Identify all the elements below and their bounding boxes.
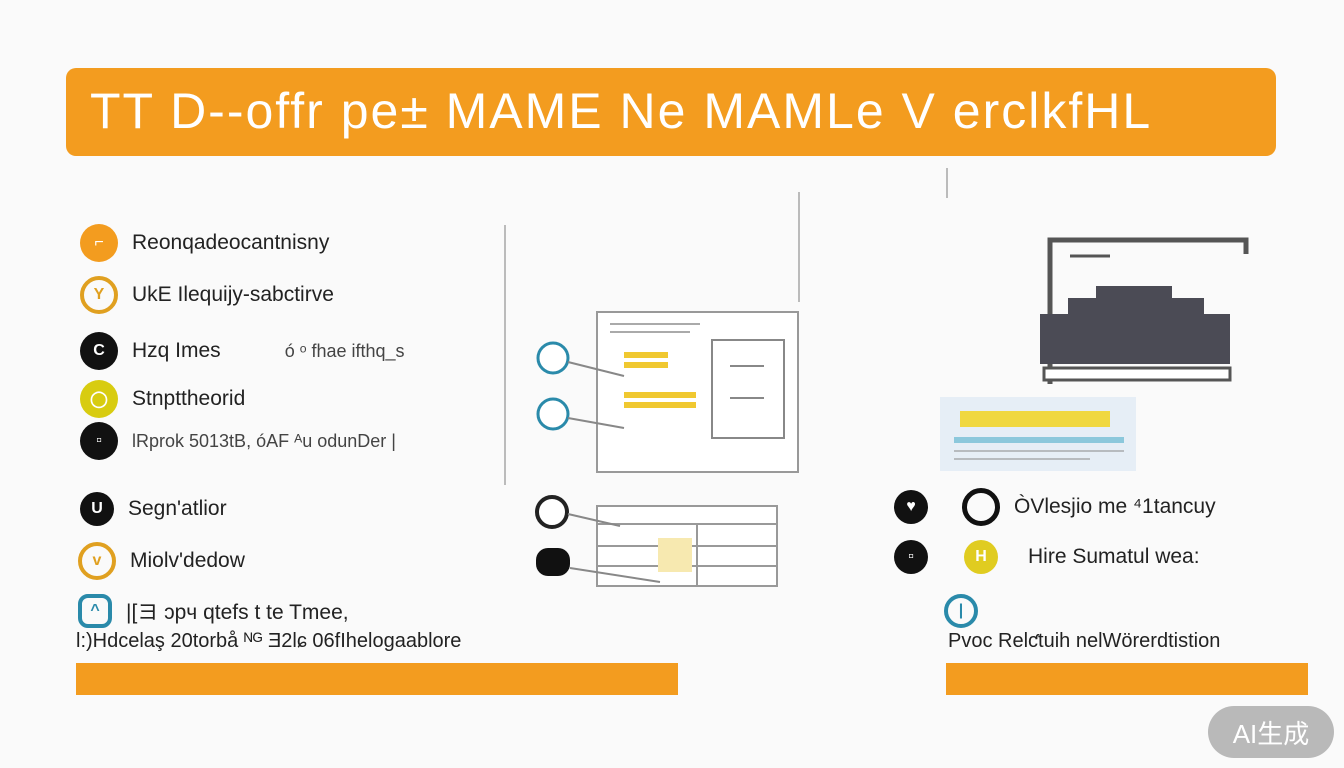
square-icon: ▫ (894, 540, 928, 574)
item-label: Stnpttheorid (132, 387, 246, 410)
ring-icon (962, 488, 1000, 526)
left-accent-bar (76, 663, 678, 695)
divider (798, 192, 800, 302)
item-label: Hzq Imes (132, 339, 221, 362)
square-corner-icon: ⌐ (80, 224, 118, 262)
info-icon: | (944, 594, 978, 628)
list-item: ◯ Stnpttheorid (80, 380, 245, 418)
divider (504, 225, 506, 485)
y-ring-icon: Y (80, 276, 118, 314)
square-icon: ▫ (80, 422, 118, 460)
item-label: Reonqadeocantnisny (132, 231, 330, 254)
right-footer-text: Pvoc Relƈtuih nelWörerdtistion (948, 630, 1221, 652)
ai-generated-badge: AI生成 (1208, 706, 1334, 758)
item-label: Miolv'dedow (130, 549, 245, 572)
list-item: C Hzq Imes ó ᵒ fhae ifthq_s (80, 332, 405, 370)
document-diagram (535, 311, 799, 587)
list-item: U Segn'atlior (80, 492, 227, 526)
list-item: ^ |[ヨ ɔpч qtefs t te Tmee, (78, 594, 349, 628)
left-footer-text: l:)Hdcelaş 20torbå ᴺᴳ Ǝ2lɕ 06fIhelogaabl… (76, 630, 462, 652)
item-label: |[ヨ ɔpч qtefs t te Tmee, (126, 601, 349, 624)
list-item: Y UkE Ilequijy-sabctirve (80, 276, 334, 314)
item-label: Hire Sumatul wea: (1028, 545, 1200, 568)
list-item: ⌐ Reonqadeocantnisny (80, 224, 329, 262)
page-title: TT D--offr pe± MAME Ne MAMLe V erclkfHL (90, 83, 1153, 139)
list-item: v Miolv'dedow (78, 542, 245, 580)
list-item: ♥ ÒVlesjio me ⁴1tancuy (894, 488, 1216, 526)
item-label: lRprok 5013tB, óAF ᴬu odunDer | (132, 430, 396, 451)
item-extra: ó ᵒ fhae ifthq_s (284, 340, 405, 361)
divider (946, 168, 948, 198)
chart-icon: ^ (78, 594, 112, 628)
right-accent-bar (946, 663, 1308, 695)
item-label: Segn'atlior (128, 497, 227, 520)
item-label: ÒVlesjio me ⁴1tancuy (1014, 495, 1216, 518)
document-preview (940, 397, 1136, 471)
h-icon: H (964, 540, 998, 574)
heart-icon: ♥ (894, 490, 928, 524)
u-icon: U (80, 492, 114, 526)
list-item: ▫ H Hire Sumatul wea: (894, 540, 1200, 574)
item-label: UkE Ilequijy-sabctirve (132, 283, 334, 306)
check-ring-icon: v (78, 542, 116, 580)
laptop-icon (1040, 237, 1249, 384)
ring-icon: ◯ (80, 380, 118, 418)
list-item: ▫ lRprok 5013tB, óAF ᴬu odunDer | (80, 422, 396, 460)
c-icon: C (80, 332, 118, 370)
title-banner (66, 68, 1276, 156)
